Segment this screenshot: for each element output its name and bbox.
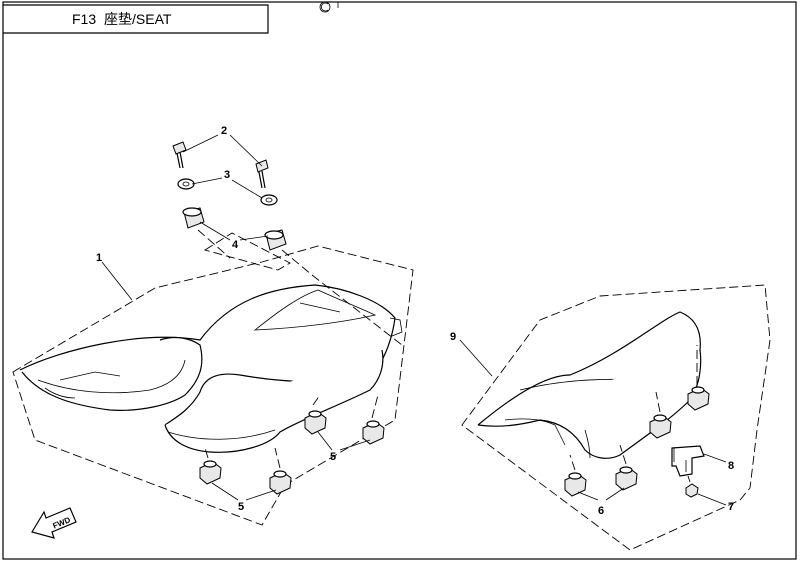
title-box: F13 座垫/SEAT: [3, 4, 269, 34]
callout-6: 6: [577, 487, 625, 517]
guide-nut-5d: [274, 447, 281, 469]
guide-line-b: [281, 249, 403, 346]
washer-3-right: [260, 194, 278, 206]
callout-5-lower: 5: [211, 482, 277, 513]
nut-5-d: [269, 470, 292, 495]
callout-9: 9: [450, 331, 493, 377]
callout-4-label: 4: [232, 239, 239, 251]
guide-nut-5c: [204, 447, 209, 459]
grommet-4-right: [264, 229, 287, 251]
grommet-4-left: [182, 207, 205, 229]
guide-nut-6a: [655, 391, 661, 413]
callout-5-upper: 5: [317, 431, 371, 463]
nut-6-a: [649, 414, 672, 439]
callout-8-label: 8: [728, 460, 734, 472]
callout-2-label: 2: [221, 125, 227, 137]
guide-line-a: [197, 229, 231, 259]
guide-nut-5a: [312, 394, 321, 406]
seat-9-boundary: [461, 284, 771, 551]
bolt-2-right: [255, 159, 269, 189]
nut-5-b: [362, 420, 385, 445]
brand-logo-icon: [319, 1, 339, 13]
diagram-code: F13: [72, 11, 96, 27]
guide-nut-7: [687, 475, 691, 483]
callout-3-label: 3: [224, 169, 230, 181]
guide-nut-6c: [569, 454, 576, 471]
guide-nut-6d: [619, 444, 627, 465]
callout-1-label: 1: [96, 252, 102, 264]
callout-8: 8: [703, 453, 734, 472]
nut-7: [685, 483, 699, 498]
guide-nut-5b: [371, 394, 379, 419]
callout-5-lower-label: 5: [238, 501, 244, 513]
callout-7: 7: [697, 493, 734, 513]
bolt-2-left: [172, 141, 187, 169]
callout-2: 2: [182, 125, 263, 167]
callout-5-upper-label: 5: [330, 451, 336, 463]
diagram-title: 座垫/SEAT: [104, 11, 172, 27]
nut-5-c: [199, 460, 222, 485]
callout-6-label: 6: [598, 505, 604, 517]
fwd-arrow-icon: FWD: [31, 507, 77, 539]
seat-1: [19, 284, 403, 453]
nut-5-a: [304, 410, 327, 435]
nut-6-d: [615, 466, 638, 491]
callout-7-label: 7: [728, 501, 734, 513]
washer-3-left: [177, 178, 195, 190]
callout-1: 1: [96, 252, 133, 301]
bolt-area-boundary: [203, 232, 291, 271]
seat-1-boundary: [12, 245, 414, 526]
seat-9: [477, 311, 702, 459]
bracket-8: [671, 445, 705, 477]
callout-3: 3: [191, 169, 263, 199]
nut-6-b: [687, 386, 710, 411]
nut-6-c: [564, 472, 587, 497]
callout-4: 4: [199, 221, 269, 251]
callout-9-label: 9: [450, 331, 456, 343]
